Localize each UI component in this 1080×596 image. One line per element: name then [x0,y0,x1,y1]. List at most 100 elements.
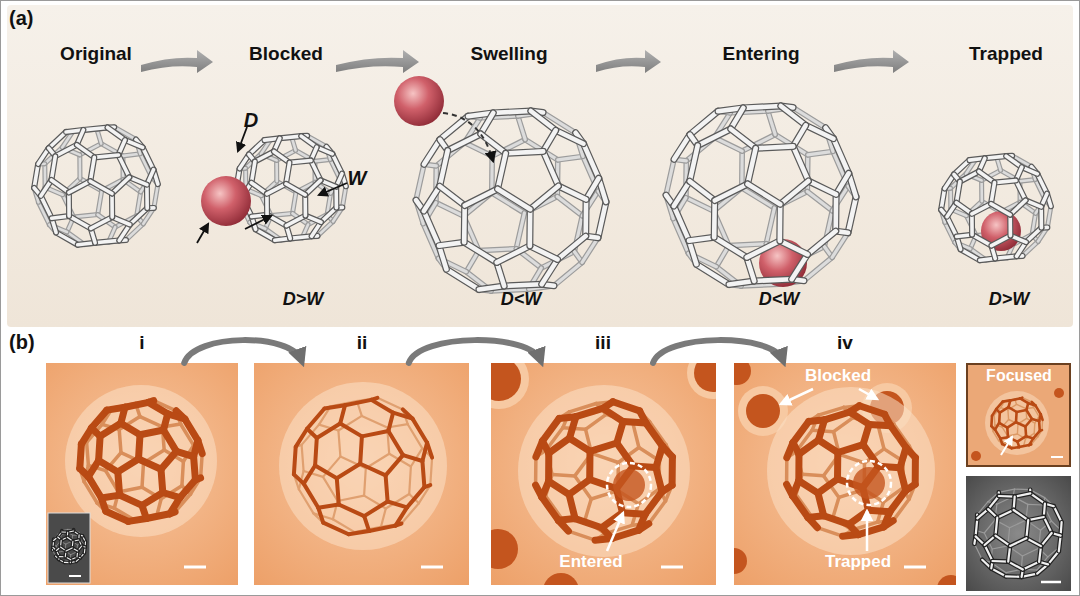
cage-strut [955,242,961,249]
cage-strut [999,494,1015,499]
cage-strut [1010,520,1026,528]
scale-bar [904,566,926,569]
cage-strut [98,215,116,228]
cage-strut [998,492,1000,496]
cage-strut [997,156,1012,158]
cage-strut [492,140,525,157]
cage-strut [666,159,674,195]
cage-strut [140,154,151,176]
annotation: Blocked [805,367,871,386]
cage-strut [240,189,246,202]
cage-strut [529,268,542,289]
cage-strut [730,111,768,113]
cage-strut [836,173,849,194]
cage-strut [302,195,308,216]
cage-strut [844,406,860,408]
cage-strut [747,241,780,258]
cage-strut [434,166,438,203]
step-index: ii [357,333,368,354]
cage-strut [58,532,62,537]
cage-strut [666,159,674,195]
cage-strut [364,516,369,531]
cage-strut [1038,421,1041,431]
cage-strut [994,408,1001,416]
cage-strut [985,536,996,545]
cage-strut [270,138,291,140]
cage-strut [779,281,804,284]
cage-strut [108,125,115,129]
cage-strut [101,498,105,511]
cage-strut [58,531,62,535]
cage-strut [123,154,140,156]
cage-strut [312,222,321,236]
cage-strut [83,536,86,542]
cage-strut [1015,412,1018,422]
cage-strut [976,536,985,545]
cage-strut [424,186,440,211]
cage-strut [109,227,116,242]
cage-strut [440,140,448,151]
cage-strut [991,183,995,204]
cage-strut [558,156,583,159]
cage-strut [430,458,432,486]
cage-strut [686,198,714,211]
cage-strut [673,219,688,254]
cage-strut [545,453,552,481]
cage-strut [602,528,612,539]
cage-strut [137,216,144,224]
cage-strut [546,450,552,474]
cage-strut [317,424,340,439]
cage-strut [1000,439,1002,445]
cage-strut [332,154,342,174]
cage-strut [534,457,538,485]
cage-strut [51,541,55,548]
cage-strut [542,259,558,284]
halo [985,391,1049,455]
cage-strut [1022,398,1032,402]
cage-strut [49,225,56,233]
cage-strut [97,127,114,129]
cage-strut [403,409,408,424]
cage-strut [586,178,599,199]
cage-strut [747,257,754,281]
cage-strut [371,400,393,413]
particle [1054,388,1064,398]
cage-strut [99,436,101,460]
step-index: i [139,333,144,354]
cage-strut [118,140,125,155]
cage-strut [1034,433,1038,436]
cage-strut [34,188,38,202]
cage-strut [559,412,569,419]
cage-strut [342,174,346,187]
cage-strut [516,213,524,249]
cage-trapped-back [941,156,1051,260]
cage-strut [340,424,362,437]
cage-strut [1010,200,1025,214]
cage-strut [650,422,666,445]
annotation: Trapped [825,553,891,572]
cage-strut [743,106,781,108]
cage-strut [598,191,606,202]
cage-strut [1026,538,1041,546]
sequence-arrow [184,340,301,363]
cage-strut [1002,444,1012,448]
cage-strut [479,286,504,290]
cage-strut [640,411,650,422]
cage-strut [118,155,129,177]
cage-strut [690,146,698,182]
cage-strut [125,140,143,147]
cage-strut [714,211,729,246]
cage-strut [884,521,894,527]
cage-strut [465,189,498,206]
cage-strut [67,532,73,535]
cage-strut [49,225,67,232]
cage-strut [1026,433,1035,438]
cage-strut [526,209,533,246]
cage-strut [557,197,582,216]
cage-strut [195,478,200,480]
cage-strut [334,187,338,208]
cage-strut [296,150,315,161]
cage-strut [274,138,280,151]
cage-strut [140,430,164,435]
cage-strut [849,173,856,197]
